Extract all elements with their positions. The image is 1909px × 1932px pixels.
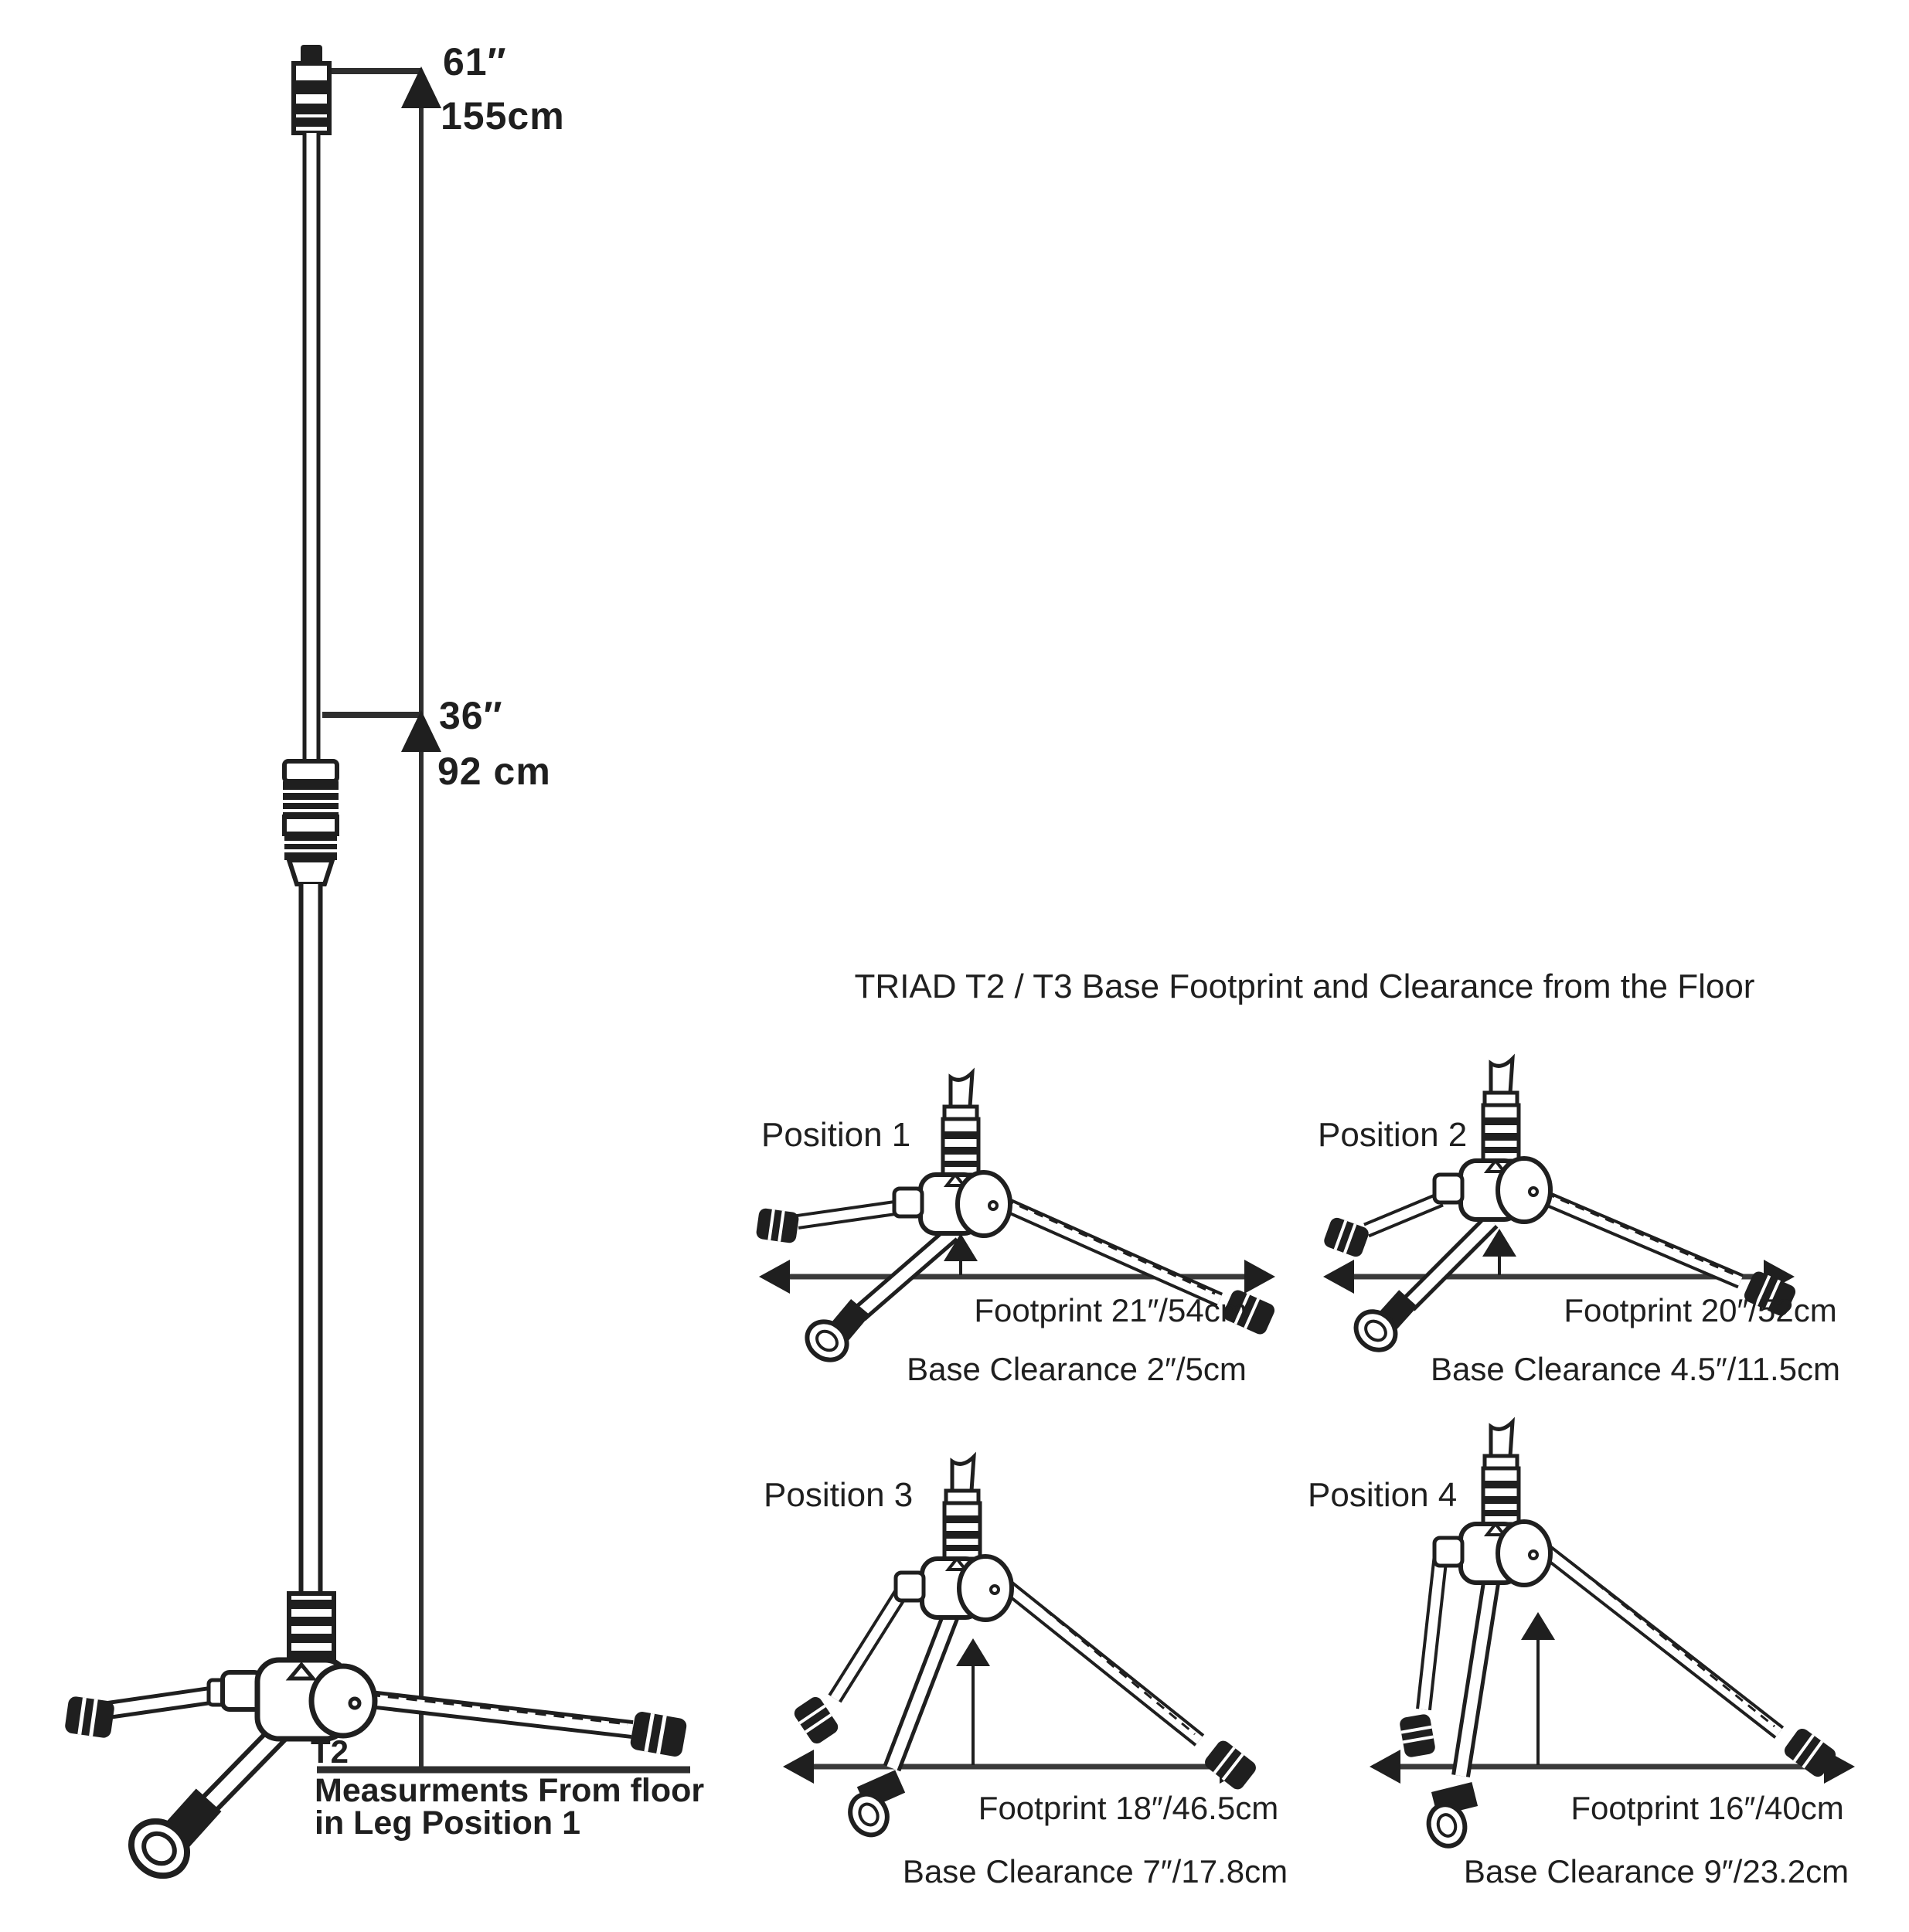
mini-leg-front	[1426, 1577, 1501, 1849]
position-2-illustration	[1323, 1053, 1796, 1352]
height-155cm-label: 155cm	[441, 94, 565, 138]
mini-stand-pole-hub	[892, 1067, 1012, 1238]
clearance-up-arrow-icon	[956, 1638, 990, 1666]
position-1-clearance-label: Base Clearance 2″/5cm	[907, 1351, 1247, 1387]
stand-leg-front	[128, 1721, 291, 1879]
mini-leg-left	[794, 1586, 910, 1744]
left-arrow-icon	[1323, 1260, 1354, 1294]
left-arrow-icon	[759, 1260, 790, 1294]
stand-leg-left	[65, 1683, 233, 1738]
stand-top-cap	[301, 45, 322, 65]
position-2-label: Position 2	[1318, 1116, 1468, 1154]
mini-leg-left	[1324, 1192, 1444, 1257]
leg-foot-opening	[128, 1818, 191, 1879]
mini-stand-pole-hub	[893, 1451, 1014, 1622]
position-3-illustration	[783, 1451, 1256, 1838]
height-dimension-lines	[322, 66, 441, 1770]
height-92cm-label: 92 cm	[437, 750, 551, 793]
clearance-up-arrow-icon	[1482, 1229, 1516, 1257]
clearance-up-arrow-icon	[1521, 1612, 1555, 1640]
position-3-footprint-label: Footprint 18″/46.5cm	[978, 1790, 1279, 1826]
section-title: TRIAD T2 / T3 Base Footprint and Clearan…	[854, 968, 1755, 1005]
position-2-footprint-label: Footprint 20″/52cm	[1564, 1292, 1837, 1328]
stand-base-hub	[206, 1657, 378, 1742]
position-4-illustration	[1370, 1417, 1855, 1849]
position-1-illustration	[756, 1067, 1275, 1362]
left-arrow-icon	[783, 1750, 814, 1784]
clearance-up-arrow-icon	[944, 1233, 978, 1261]
stand-coupler	[282, 759, 339, 886]
up-arrow-icon	[401, 710, 441, 752]
floor-caption-line2: in Leg Position 1	[315, 1804, 581, 1842]
mini-leg-right	[997, 1195, 1275, 1335]
position-1-footprint-label: Footprint 21″/54cm	[974, 1292, 1247, 1328]
mini-leg-front	[1353, 1214, 1499, 1352]
left-arrow-icon	[1370, 1750, 1400, 1784]
position-4-footprint-label: Footprint 16″/40cm	[1570, 1790, 1844, 1826]
leg-foot	[630, 1712, 687, 1757]
position-1-label: Position 1	[761, 1116, 911, 1154]
position-4-clearance-label: Base Clearance 9″/23.2cm	[1463, 1853, 1849, 1889]
position-3-clearance-label: Base Clearance 7″/17.8cm	[902, 1853, 1288, 1889]
model-label: T2	[311, 1733, 349, 1770]
position-3-label: Position 3	[764, 1476, 914, 1514]
floor-caption-line1: Measurments From floor	[315, 1772, 705, 1809]
mini-leg-right	[1538, 1189, 1796, 1316]
leg-foot	[65, 1696, 114, 1738]
right-arrow-icon	[1244, 1260, 1275, 1294]
mini-leg-front	[805, 1226, 958, 1362]
up-arrow-icon	[401, 66, 441, 108]
tall-stand-illustration	[65, 45, 690, 1879]
height-36in-label: 36″	[439, 694, 503, 737]
mini-leg-right	[997, 1577, 1256, 1790]
height-61in-label: 61″	[443, 40, 507, 83]
mini-leg-front	[848, 1604, 963, 1838]
stand-leg-right	[362, 1689, 687, 1757]
mini-stand-pole-hub	[1432, 1417, 1553, 1587]
position-4-label: Position 4	[1308, 1476, 1458, 1514]
mini-leg-right	[1536, 1541, 1836, 1777]
mini-stand-pole-hub	[1432, 1053, 1553, 1224]
position-2-clearance-label: Base Clearance 4.5″/11.5cm	[1430, 1351, 1841, 1387]
mini-leg-left	[1400, 1553, 1448, 1757]
mini-leg-left	[756, 1199, 902, 1243]
